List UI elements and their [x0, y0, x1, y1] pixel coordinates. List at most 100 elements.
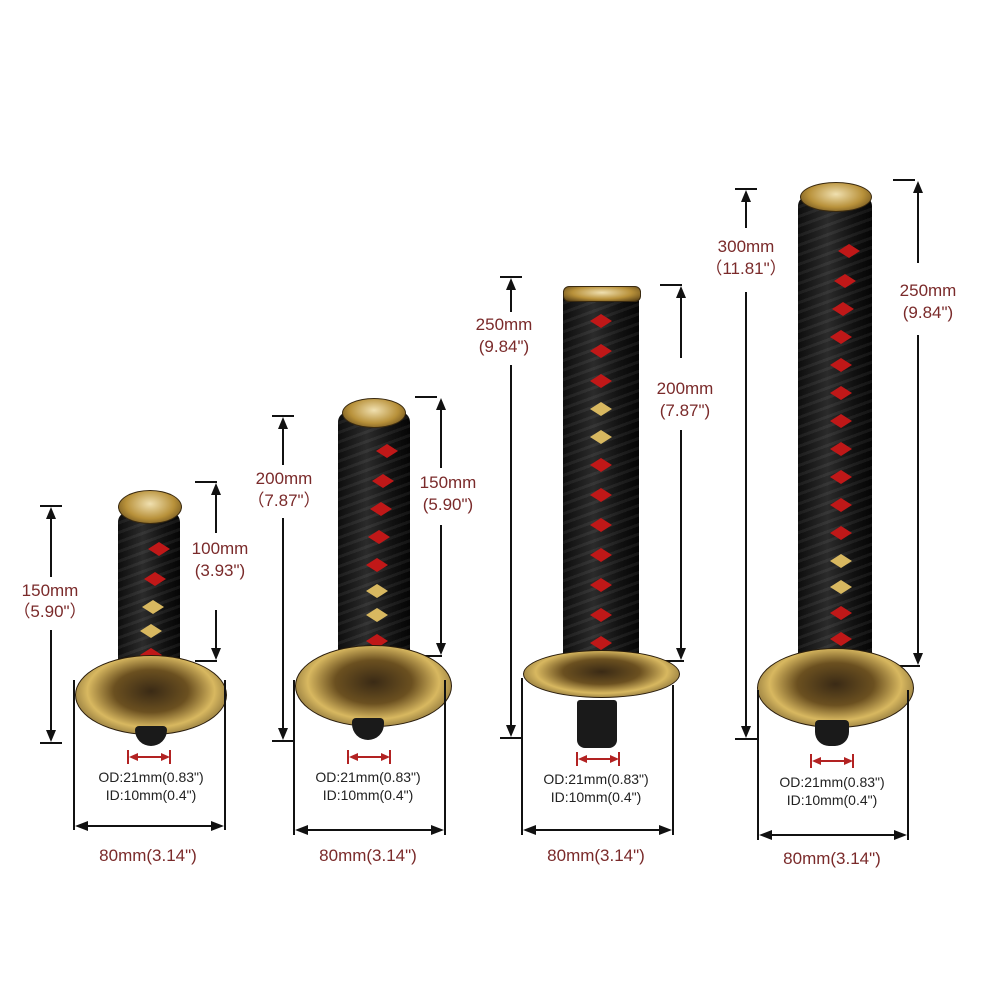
handle-length-in: (3.93") [194, 561, 246, 580]
outer-diameter-label: OD:21mm(0.83") [98, 769, 204, 785]
arrow-up-icon [913, 181, 923, 193]
dimension-line [215, 610, 217, 648]
dimension-cap [195, 481, 217, 483]
wrap-diamond [590, 374, 612, 388]
knob-guard [295, 645, 452, 727]
arrow-left-icon [523, 825, 536, 835]
knob-pommel [118, 490, 182, 524]
dimension-cap [272, 740, 294, 742]
total-length-mm: 250mm [475, 315, 533, 334]
dimension-line [440, 408, 442, 468]
handle-length-mm: 200mm [656, 379, 714, 398]
wrap-diamond [370, 502, 392, 516]
wrap-diamond [590, 402, 612, 416]
od-line [818, 760, 846, 762]
arrow-left-icon [759, 830, 772, 840]
wrap-diamond [830, 358, 852, 372]
wrap-diamond [590, 344, 612, 358]
handle-length-in: (5.90") [422, 495, 474, 514]
od-line [355, 756, 383, 758]
wrap-diamond [368, 530, 390, 544]
dimension-line [73, 680, 75, 830]
dimension-line [917, 191, 919, 263]
od-tick [810, 754, 812, 768]
dimension-cap [735, 738, 757, 740]
dimension-line [745, 200, 747, 228]
wrap-diamond [830, 386, 852, 400]
dimension-cap [500, 737, 522, 739]
dimension-line [521, 678, 523, 835]
dimension-cap [40, 505, 62, 507]
arrow-up-icon [278, 417, 288, 429]
total-length-mm: 200mm [255, 469, 313, 488]
inner-diameter-label: ID:10mm(0.4") [550, 789, 642, 805]
wrap-diamond [830, 580, 852, 594]
knob-guard [757, 648, 914, 728]
od-tick [852, 754, 854, 768]
dimension-line [907, 690, 909, 840]
knob-handle [563, 292, 639, 662]
dimension-line [534, 829, 660, 831]
arrow-up-icon [506, 278, 516, 290]
arrow-right-icon [894, 830, 907, 840]
od-arrow-right-icon [610, 755, 619, 763]
wrap-diamond [366, 558, 388, 572]
dimension-cap [662, 660, 684, 662]
arrow-up-icon [741, 190, 751, 202]
arrow-down-icon [913, 653, 923, 665]
od-arrow-right-icon [381, 753, 390, 761]
wrap-diamond [830, 414, 852, 428]
wrap-diamond [830, 554, 852, 568]
wrap-diamond [376, 444, 398, 458]
dimension-cap [40, 742, 62, 744]
arrow-down-icon [278, 728, 288, 740]
knob-pommel [342, 398, 406, 428]
wrap-diamond [590, 636, 612, 650]
dimension-cap [660, 284, 682, 286]
arrow-down-icon [676, 648, 686, 660]
base-width-label: 80mm(3.14") [319, 846, 417, 865]
dimension-line [680, 430, 682, 648]
base-width-label: 80mm(3.14") [99, 846, 197, 865]
wrap-diamond [140, 624, 162, 638]
arrow-down-icon [436, 643, 446, 655]
arrow-down-icon [211, 648, 221, 660]
inner-diameter-label: ID:10mm(0.4") [786, 792, 878, 808]
handle-length-in: (7.87") [659, 401, 711, 420]
wrap-diamond [144, 572, 166, 586]
dimension-line [86, 825, 212, 827]
wrap-diamond [590, 314, 612, 328]
dimension-line [917, 335, 919, 653]
total-length-mm: 150mm [21, 581, 79, 600]
wrap-diamond [142, 600, 164, 614]
wrap-diamond [590, 608, 612, 622]
wrap-diamond [590, 548, 612, 562]
od-tick [389, 750, 391, 764]
dimension-cap [420, 655, 442, 657]
wrap-diamond [366, 584, 388, 598]
total-length-mm: 300mm [717, 237, 775, 256]
handle-length-in: (9.84") [902, 303, 954, 322]
od-tick [169, 750, 171, 764]
knob-pommel [800, 182, 872, 212]
knob-handle [798, 196, 872, 676]
wrap-diamond [838, 244, 860, 258]
wrap-diamond [830, 498, 852, 512]
dimension-line [745, 292, 747, 728]
outer-diameter-label: OD:21mm(0.83") [543, 771, 649, 787]
arrow-down-icon [506, 725, 516, 737]
inner-diameter-label: ID:10mm(0.4") [322, 787, 414, 803]
wrap-diamond [590, 518, 612, 532]
dimension-line [50, 630, 52, 730]
dimension-line [224, 680, 226, 830]
od-tick [347, 750, 349, 764]
handle-length-mm: 100mm [191, 539, 249, 558]
handle-length-mm: 150mm [419, 473, 477, 492]
handle-length-mm: 250mm [899, 281, 957, 300]
dimension-line [282, 427, 284, 465]
total-length-in: （5.90"） [13, 602, 87, 621]
total-length-in: （11.81"） [705, 259, 787, 278]
od-tick [127, 750, 129, 764]
knob-handle [118, 512, 180, 674]
total-length-in: (9.84") [478, 337, 530, 356]
